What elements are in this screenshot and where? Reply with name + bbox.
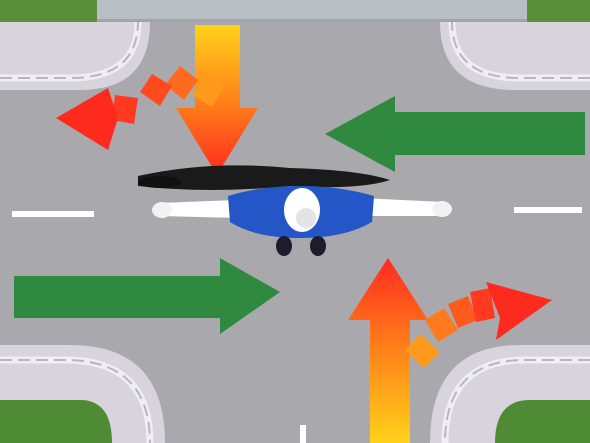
officer-shadow xyxy=(138,165,390,190)
stop-arrow-down xyxy=(176,25,258,175)
officer-shadow-extra xyxy=(138,176,182,188)
officer-left-arm xyxy=(160,200,238,218)
stop-arrow-turn-right xyxy=(405,282,552,368)
lane-marking-left xyxy=(12,211,94,217)
lane-marking-bottom xyxy=(300,425,306,443)
officer-right-arm xyxy=(360,198,444,216)
lane-marking-right xyxy=(514,207,582,213)
stop-arrow-turn-left xyxy=(56,66,224,150)
traffic-officer xyxy=(138,165,452,256)
officer-right-foot xyxy=(310,236,326,256)
top-bar-edge xyxy=(97,19,527,22)
officer-right-glove xyxy=(432,201,452,217)
go-arrow-right xyxy=(14,258,280,334)
officer-helmet-shade xyxy=(296,208,316,228)
officer-left-glove xyxy=(152,202,172,218)
corner-bottom-left xyxy=(0,345,165,443)
top-bar xyxy=(97,0,527,22)
corner-top-right xyxy=(440,0,590,90)
officer-left-foot xyxy=(276,236,292,256)
stop-arrow-up xyxy=(348,258,428,443)
go-arrow-left xyxy=(325,96,585,172)
corner-bottom-right xyxy=(430,345,590,443)
corner-top-left xyxy=(0,0,150,90)
